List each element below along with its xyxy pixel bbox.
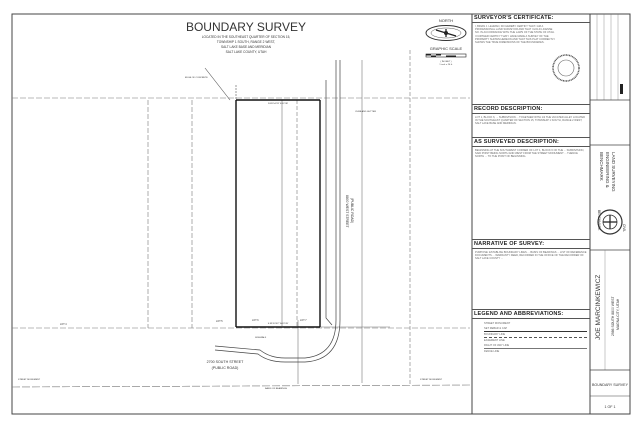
monument-label: STREET MONUMENT: [420, 379, 443, 381]
street-label-east: 8800 WEST STREET: [345, 195, 349, 228]
section-body: LOT 1, BLOCK 6, ... SUBDIVISION ... TOGE…: [475, 116, 586, 126]
lot-label: LOT 6: [252, 319, 259, 322]
bearing-north: N 89°54'33" E 87.98': [268, 103, 289, 105]
as-surveyed-panel: AS SURVEYED DESCRIPTION: BEGINNING AT TH…: [472, 138, 590, 240]
legend-item: STREET MONUMENT: [484, 322, 511, 325]
monument-label: STREET MONUMENT: [18, 379, 41, 381]
section-heading: RECORD DESCRIPTION:: [472, 105, 590, 114]
legend-item: EASEMENT LINE: [484, 339, 505, 342]
legend-item: RIGHT OF WAY LINE: [484, 343, 587, 349]
sheet-title: BOUNDARY SURVEY: [592, 383, 629, 387]
lot-label: LOT 7: [300, 319, 307, 322]
surveyor-seal: [552, 54, 580, 82]
section-body: I, BRIAN J. LEHMAN, DO HEREBY CERTIFY TH…: [475, 25, 555, 45]
section-body: PURPOSE: ESTABLISH BOUNDARY LINES ... BA…: [475, 251, 587, 261]
record-description-panel: RECORD DESCRIPTION: LOT 1, BLOCK 6, ... …: [472, 105, 590, 138]
legend-item: FENCE LINE: [484, 350, 500, 353]
title-line: TOWNSHIP 1 SOUTH, RANGE 2 WEST,: [217, 40, 275, 44]
street-label-south-type: (PUBLIC ROAD): [212, 366, 239, 370]
edge-concrete-label: EDGE OF CONCRETE: [185, 77, 208, 79]
client-city: MAGNA CITY, UTAH: [616, 298, 620, 330]
basis-of-bearing-label: BASIS OF BEARINGS: [265, 387, 288, 390]
section-heading: NARRATIVE OF SURVEY:: [472, 240, 590, 249]
svg-text:CIVIL: CIVIL: [622, 224, 626, 232]
section-heading: SURVEYOR'S CERTIFICATE:: [472, 14, 590, 23]
svg-text:BENCHMARK: BENCHMARK: [597, 210, 601, 231]
company-name: BENCHMARK: [599, 152, 604, 181]
scale-ratio: 1 inch = 20 ft.: [439, 63, 453, 66]
title-line: SALT LAKE COUNTY, UTAH: [226, 50, 268, 54]
section-heading: LEGEND AND ABBREVIATIONS:: [472, 310, 590, 319]
leader-line: [204, 67, 231, 101]
curb-and-gutter: [214, 60, 341, 363]
revision-table: [590, 14, 630, 146]
graphic-scale-label: GRAPHIC SCALE: [430, 46, 463, 51]
company-name: LAND SURVEYING: [611, 152, 616, 192]
client-name: JOE MARCINKEWICZ: [595, 275, 602, 340]
graphic-scale-bar: [425, 53, 467, 58]
bearing-south: S 89°53'53" W 87.99': [268, 323, 289, 325]
north-label: NORTH: [439, 18, 453, 23]
lot-lines: [11, 50, 471, 388]
company-name: ENGINEERING &: [605, 152, 610, 188]
company-logo: BENCHMARK CIVIL: [597, 209, 626, 235]
curb-label: CURB AND GUTTER: [355, 110, 376, 113]
section-body: BEGINNING AT THE SOUTHWEST CORNER OF LOT…: [475, 149, 585, 159]
street-label-east-type: (PUBLIC ROAD): [350, 198, 354, 223]
title-line: LOCATED IN THE SOUTHEAST QUARTER OF SECT…: [202, 35, 291, 39]
legend-panel: LEGEND AND ABBREVIATIONS: STREET MONUMEN…: [472, 310, 590, 414]
page-title: BOUNDARY SURVEY: [186, 20, 306, 34]
north-arrow-icon: [425, 25, 467, 41]
section-heading: AS SURVEYED DESCRIPTION:: [472, 138, 590, 147]
lot-label: LOT 4: [60, 323, 67, 326]
sidewalk-label: SIDEWALK: [255, 336, 267, 339]
legend-item: BOUNDARY LINE: [484, 332, 587, 338]
narrative-panel: NARRATIVE OF SURVEY: PURPOSE: ESTABLISH …: [472, 240, 590, 310]
title-line: SALT LAKE BASE AND MERIDIAN: [221, 45, 272, 49]
legend-item: SET REBAR & CAP: [484, 326, 587, 332]
sheet-number: 1 OF 1: [605, 405, 616, 409]
client-address: 2986 SOUTH 8800 WEST: [611, 296, 615, 336]
street-label-south: 2700 SOUTH STREET: [207, 360, 245, 364]
scale-unit: ( IN FEET ): [440, 61, 451, 63]
sheet-border: [11, 13, 631, 415]
revision-marker: [620, 84, 623, 94]
lot-label: LOT 5: [216, 320, 223, 323]
boundary-line: [235, 99, 321, 328]
surveyor-certificate-panel: SURVEYOR'S CERTIFICATE: I, BRIAN J. LEHM…: [472, 14, 590, 105]
